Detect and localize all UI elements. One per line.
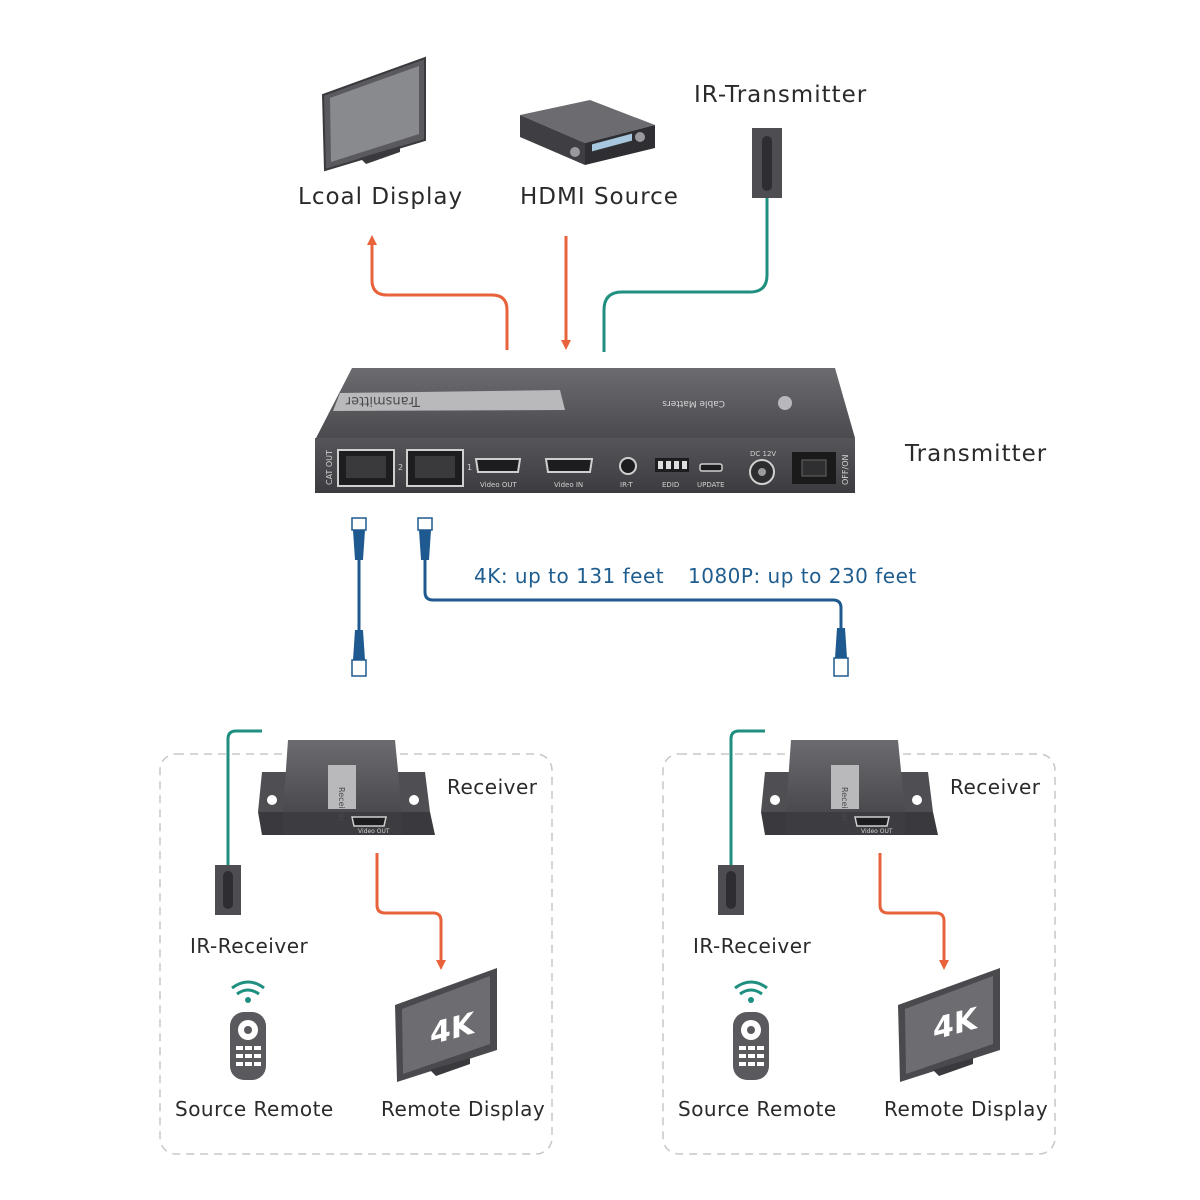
receiver-2-device-label: Receiver xyxy=(840,787,849,822)
receiver-1-device-label: Receiver xyxy=(337,787,346,822)
local-display-label: Lcoal Display xyxy=(298,184,464,210)
transmitter-side-label: Transmitter xyxy=(345,393,421,408)
receiver-1-title: Receiver xyxy=(447,775,538,799)
update-label: UPDATE xyxy=(697,481,725,489)
local-display-arrow xyxy=(367,235,509,350)
distance-1080p-label: 1080P: up to 230 feet xyxy=(688,564,917,588)
receiver-1-port-label: Video OUT xyxy=(358,828,390,835)
port-2-label: 2 xyxy=(398,463,403,472)
transmitter-brand: Cable Matters xyxy=(662,398,725,408)
port-1-label: 1 xyxy=(467,463,472,472)
cat-out-label: CAT OUT xyxy=(325,450,334,485)
receiver-zone-1 xyxy=(159,753,553,1155)
video-in-label: Video IN xyxy=(554,481,583,489)
ir-receiver-1-label: IR-Receiver xyxy=(190,934,309,958)
ir-receiver-2-label: IR-Receiver xyxy=(693,934,812,958)
receiver-group-2 xyxy=(718,729,1000,1082)
edid-label: EDID xyxy=(662,481,679,489)
power-label: OFF/ON xyxy=(841,455,850,485)
distance-4k-label: 4K: up to 131 feet xyxy=(474,564,665,588)
hdmi-source-icon xyxy=(520,100,655,165)
video-out-label: Video OUT xyxy=(480,481,517,489)
dc-label: DC 12V xyxy=(750,450,776,458)
ir-t-label: IR-T xyxy=(620,481,634,489)
ir-transmitter-label: IR-Transmitter xyxy=(694,82,868,108)
ir-transmitter-icon xyxy=(752,128,782,198)
local-display-icon xyxy=(321,56,426,172)
receiver-zone-2 xyxy=(662,753,1056,1155)
cat-cable-left xyxy=(351,517,367,677)
remote-display-2-label: Remote Display xyxy=(884,1097,1049,1121)
ir-transmitter-cable xyxy=(602,198,769,352)
source-remote-1-label: Source Remote xyxy=(175,1097,334,1121)
receiver-2-title: Receiver xyxy=(950,775,1041,799)
cat-cable-right xyxy=(417,517,849,677)
transmitter-device xyxy=(315,368,855,493)
receiver-2-port-label: Video OUT xyxy=(861,828,893,835)
receiver-group-1 xyxy=(215,729,497,1082)
source-remote-2-label: Source Remote xyxy=(678,1097,837,1121)
transmitter-label: Transmitter xyxy=(905,441,1048,467)
hdmi-source-label: HDMI Source xyxy=(520,184,679,210)
remote-display-1-label: Remote Display xyxy=(381,1097,546,1121)
